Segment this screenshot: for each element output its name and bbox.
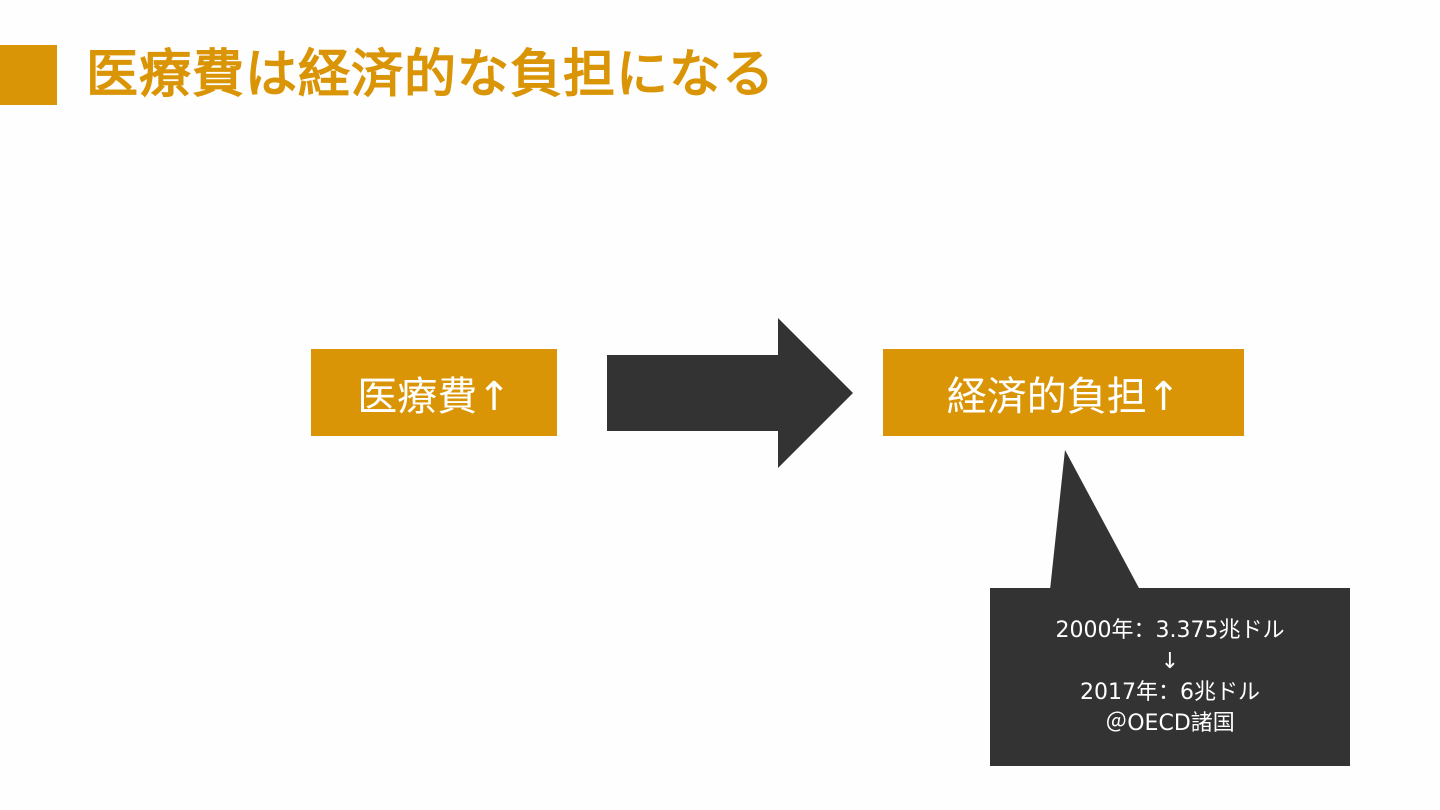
slide-title: 医療費は経済的な負担になる (86, 45, 776, 105)
title-accent-square (0, 45, 57, 105)
callout-box: 2000年：3.375兆ドル ↓ 2017年：6兆ドル ＠OECD諸国 (990, 588, 1350, 766)
callout-source: ＠OECD諸国 (1105, 711, 1235, 736)
callout-line-2017: 2017年：6兆ドル (1080, 680, 1260, 705)
cause-box: 医療費↑ (311, 349, 557, 436)
effect-box: 経済的負担↑ (883, 349, 1244, 436)
callout-line-2000: 2000年：3.375兆ドル (1055, 618, 1285, 643)
callout-down-arrow: ↓ (1160, 649, 1180, 674)
callout-tail (1050, 450, 1140, 590)
right-arrow-icon (607, 318, 853, 468)
